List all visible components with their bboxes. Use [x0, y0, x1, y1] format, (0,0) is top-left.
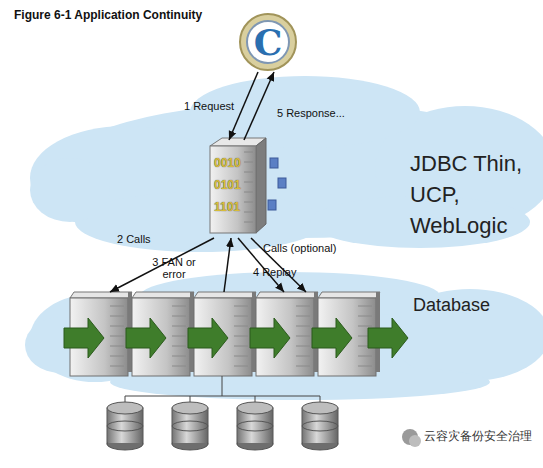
server-top — [132, 292, 194, 298]
server-slot — [172, 366, 186, 367]
server-slot — [358, 366, 372, 367]
server-slot — [244, 152, 253, 153]
server-slot — [110, 326, 124, 327]
server-slot — [244, 162, 253, 163]
edge-label: 2 Calls — [117, 233, 151, 245]
edge-label: 5 Response... — [277, 107, 345, 119]
server-slot — [296, 316, 310, 317]
watermark: 云容灾备份安全治理 — [424, 429, 532, 443]
server-slot — [296, 366, 310, 367]
server-slot — [244, 212, 253, 213]
server-slot — [172, 316, 186, 317]
edge-label: 1 Request — [184, 100, 234, 112]
flow-arrow — [312, 318, 352, 358]
server-slot — [296, 336, 310, 337]
server-slot — [172, 326, 186, 327]
server-slot — [234, 356, 248, 357]
server-slot — [358, 316, 372, 317]
connector-arrow — [224, 238, 231, 292]
server-slot — [296, 346, 310, 347]
server-slot — [296, 326, 310, 327]
disk-band — [302, 421, 338, 431]
server-slot — [358, 356, 372, 357]
server-slot — [244, 182, 253, 183]
server-slot — [358, 326, 372, 327]
server-top — [256, 292, 318, 298]
edge-label: 4 Replay — [253, 266, 296, 278]
connector-arrow — [110, 238, 214, 292]
disk-top — [107, 402, 143, 414]
binary-code: 1101 — [214, 200, 240, 214]
server-slot — [234, 326, 248, 327]
server-slot — [172, 346, 186, 347]
node-text: JDBC Thin, UCP, WebLogic — [410, 148, 535, 241]
server-slot — [358, 306, 372, 307]
server-slot — [172, 336, 186, 337]
binary-code: 0010 — [214, 156, 241, 170]
flow-arrow — [126, 318, 166, 358]
data-square — [278, 178, 286, 188]
figure-title: Figure 6-1 Application Continuity — [14, 8, 202, 22]
data-square — [270, 158, 278, 168]
server-slot — [172, 356, 186, 357]
server-slot — [110, 306, 124, 307]
server-slot — [234, 316, 248, 317]
server-top — [70, 292, 132, 298]
edge-label: Calls (optional) — [263, 242, 336, 254]
server-slot — [110, 346, 124, 347]
flow-arrow — [188, 318, 228, 358]
server-slot — [234, 346, 248, 347]
server-slot — [234, 336, 248, 337]
node-text: Database — [413, 294, 503, 316]
disk-top — [172, 402, 208, 414]
client-icon: C — [238, 12, 298, 72]
middle-tier: JDBC Thin, UCP, WebLogic — [205, 140, 535, 238]
server-front — [210, 146, 256, 233]
server-slot — [244, 202, 253, 203]
disk-band — [172, 421, 208, 431]
data-square — [268, 200, 276, 210]
storage-wire — [222, 376, 223, 396]
server-slot — [244, 222, 253, 223]
server-slot — [110, 336, 124, 337]
server-slot — [296, 306, 310, 307]
connector-arrow — [244, 72, 274, 140]
server-slot — [234, 306, 248, 307]
server-slot — [296, 356, 310, 357]
database-tier: Database — [65, 292, 505, 382]
disk-band — [237, 421, 273, 431]
disk-top — [302, 402, 338, 414]
server-top — [318, 292, 380, 298]
edge-label: 3 FAN or error — [152, 256, 196, 280]
disk-top — [237, 402, 273, 414]
server-slot — [110, 316, 124, 317]
server-slot — [110, 366, 124, 367]
node-text: C — [238, 12, 298, 72]
server-slot — [172, 306, 186, 307]
server-slot — [244, 172, 253, 173]
cloud-shape — [30, 158, 110, 222]
flow-arrow — [368, 318, 408, 358]
disk-band — [107, 421, 143, 431]
flow-arrow — [250, 318, 290, 358]
wechat-icon — [409, 435, 421, 447]
server-side — [256, 138, 266, 233]
flow-arrow — [64, 318, 104, 358]
binary-code: 0101 — [214, 178, 241, 192]
server-top — [194, 292, 256, 298]
cloud-shape — [190, 76, 420, 148]
server-slot — [234, 366, 248, 367]
server-slot — [244, 192, 253, 193]
server-slot — [110, 356, 124, 357]
